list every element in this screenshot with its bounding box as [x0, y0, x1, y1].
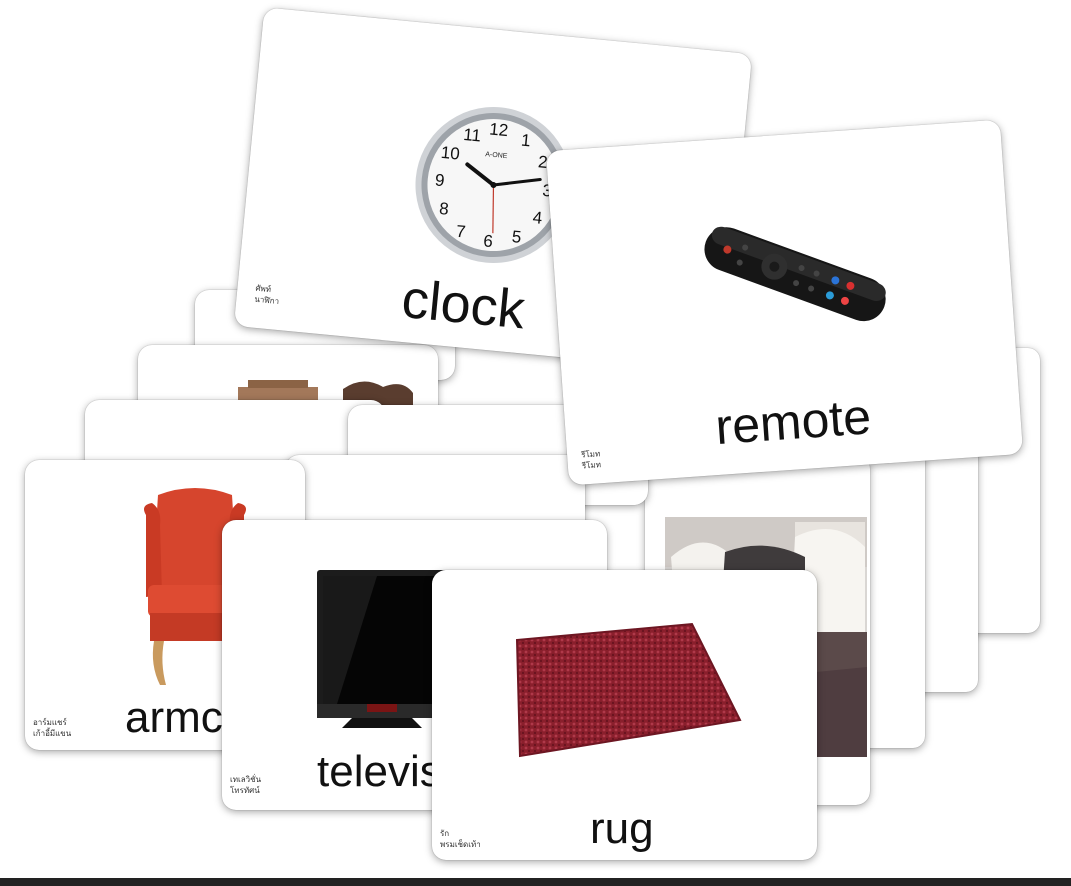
- card-thai-label: อาร์มแชร์ เก้าอี้มีแขน: [33, 718, 72, 738]
- wall-clock-icon: 12 1 2 3 4 5 6 7 8 9 10 11 A-ONE: [415, 107, 572, 264]
- card-word-television: televis: [317, 747, 442, 796]
- rug-icon: [515, 622, 742, 758]
- remote-control-icon: [704, 226, 886, 322]
- clock-numeral: 6: [482, 231, 493, 251]
- clock-numeral: 2: [537, 152, 548, 172]
- card-word-armchair: armc: [125, 693, 223, 742]
- card-word-rug: rug: [590, 804, 654, 853]
- clock-brand: A-ONE: [485, 151, 508, 160]
- remote-card: remote รีโมท รีโมท: [545, 119, 1024, 486]
- rug-card: rug รัก พรมเช็ดเท้า: [432, 570, 817, 860]
- card-thai-label: รัก พรมเช็ดเท้า: [440, 829, 481, 849]
- clock-card: 12 1 2 3 4 5 6 7 8 9 10 11 A-ONE clock ศ…: [233, 7, 753, 373]
- television-icon: [317, 570, 447, 728]
- card-word-remote: remote: [713, 388, 873, 456]
- card-thai-label: เทเลวิชั่น โทรทัศน์: [230, 775, 262, 795]
- clock-numeral: 3: [542, 181, 553, 201]
- clock-numeral: 5: [511, 227, 522, 247]
- clock-numeral: 9: [434, 170, 445, 190]
- clock-numeral: 10: [440, 143, 461, 164]
- card-thai-label: ศัพท์ นาฬิกา: [254, 283, 280, 306]
- clock-numeral: 8: [438, 199, 449, 219]
- clock-numeral: 7: [455, 222, 466, 242]
- clock-numeral: 12: [488, 119, 509, 140]
- card-word-clock: clock: [399, 268, 528, 341]
- card-thai-label: รีโมท รีโมท: [580, 449, 602, 471]
- clock-numeral: 1: [520, 131, 531, 151]
- clock-numeral: 11: [462, 125, 481, 146]
- bottom-border: [0, 878, 1071, 886]
- clock-numeral: 4: [532, 208, 543, 228]
